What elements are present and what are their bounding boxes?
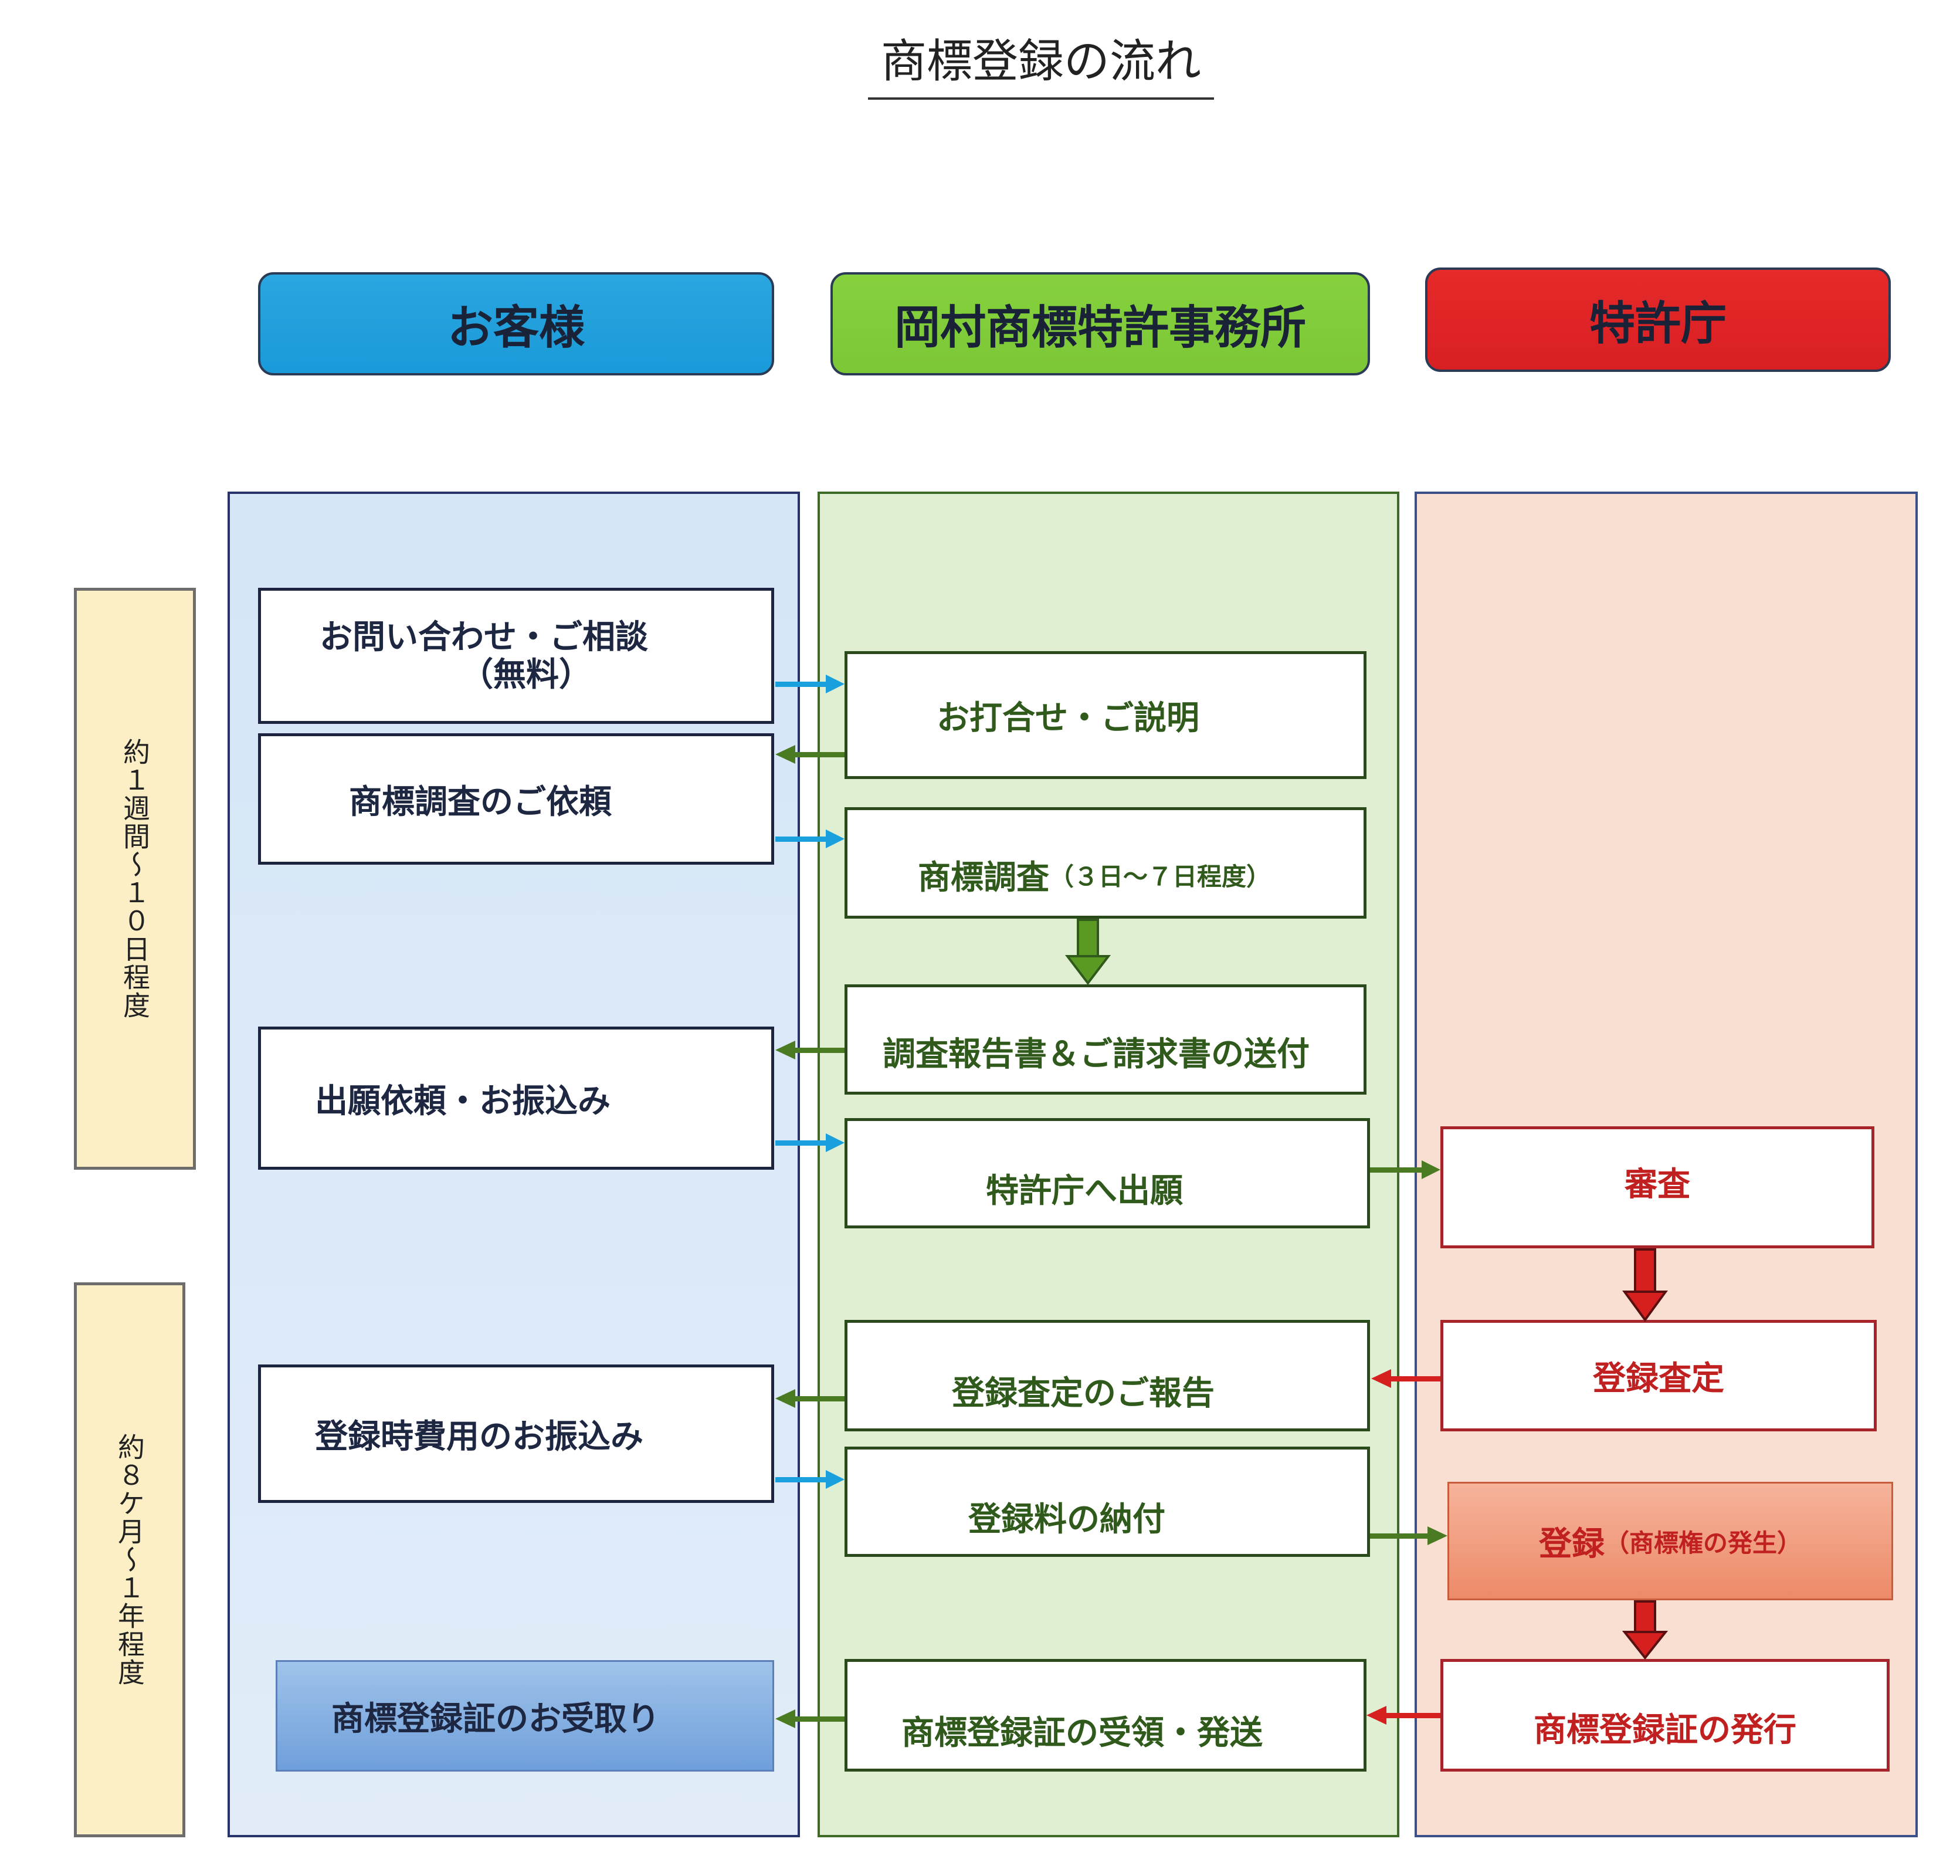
header-jpo: 特許庁 — [1425, 267, 1891, 372]
arrow-inquiry-to-meeting — [775, 675, 845, 693]
step-application-request-label: 出願依頼・お振込み — [315, 1081, 611, 1120]
step-certificate-receipt: 商標登録証のお受取り — [276, 1660, 774, 1772]
step-decision: 登録査定 — [1440, 1320, 1877, 1431]
step-registration-payment: 登録時費用のお振込み — [258, 1364, 774, 1503]
arrow-meeting-to-search-request — [775, 745, 845, 764]
arrow-application-to-filing — [775, 1133, 845, 1152]
arrow-examination-to-decision — [1622, 1248, 1668, 1322]
step-registration-payment-label: 登録時費用のお振込み — [315, 1417, 643, 1456]
step-decision-report: 登録査定のご報告 — [845, 1320, 1370, 1431]
step-search-request: 商標調査のご依頼 — [258, 733, 774, 865]
step-search-request-label: 商標調査のご依頼 — [349, 782, 612, 821]
period-first: 約１週間〜１０日程度 — [74, 588, 196, 1170]
arrow-search-to-report — [1064, 919, 1111, 986]
step-inquiry-line2: （無料） — [460, 655, 592, 694]
arrow-forward-to-receipt — [775, 1709, 845, 1728]
step-registration: 登録（商標権の発生） — [1447, 1482, 1893, 1600]
step-meeting: お打合せ・ご説明 — [845, 651, 1366, 779]
step-registration-note: （商標権の発生） — [1604, 1528, 1802, 1557]
arrow-filing-to-examination — [1370, 1160, 1440, 1179]
step-search-label: 商標調査 — [918, 858, 1049, 897]
step-filing: 特許庁へ出願 — [845, 1118, 1370, 1228]
arrow-decision-report-to-payment — [775, 1389, 845, 1408]
arrow-payment-to-fee — [775, 1470, 845, 1489]
step-fee-payment-label: 登録料の納付 — [968, 1499, 1165, 1539]
step-search-note: （３日〜７日程度） — [1049, 862, 1271, 891]
arrow-search-request-to-search — [775, 829, 845, 848]
step-meeting-label: お打合せ・ご説明 — [937, 698, 1199, 737]
step-decision-label: 登録査定 — [1593, 1359, 1724, 1398]
step-decision-report-label: 登録査定のご報告 — [952, 1373, 1215, 1413]
period-second: 約８ケ月〜１年程度 — [74, 1282, 185, 1837]
header-office: 岡村商標特許事務所 — [830, 272, 1370, 375]
step-registration-label: 登録 — [1538, 1524, 1605, 1563]
arrow-report-to-application — [775, 1041, 845, 1059]
step-certificate-forward-label: 商標登録証の受領・発送 — [901, 1713, 1263, 1752]
arrow-issue-to-forward — [1366, 1706, 1440, 1725]
step-inquiry-line1: お問い合わせ・ご相談 — [320, 618, 648, 656]
step-certificate-issue: 商標登録証の発行 — [1440, 1659, 1890, 1772]
period-second-label: 約８ケ月〜１年程度 — [114, 1433, 145, 1687]
period-first-label: 約１週間〜１０日程度 — [119, 738, 151, 1020]
step-search: 商標調査（３日〜７日程度） — [845, 807, 1366, 919]
arrow-decision-to-decision-report — [1371, 1369, 1440, 1388]
step-fee-payment: 登録料の納付 — [845, 1447, 1370, 1557]
header-customer: お客様 — [258, 272, 774, 375]
step-application-request: 出願依頼・お振込み — [258, 1027, 774, 1170]
step-examination-label: 審査 — [1625, 1164, 1690, 1204]
step-certificate-receipt-label: 商標登録証のお受取り — [331, 1699, 660, 1738]
step-report: 調査報告書＆ご請求書の送付 — [845, 984, 1366, 1095]
arrow-registration-to-issue — [1622, 1600, 1669, 1660]
step-report-label: 調査報告書＆ご請求書の送付 — [883, 1034, 1310, 1074]
step-filing-label: 特許庁へ出願 — [986, 1171, 1183, 1210]
arrow-fee-to-registration — [1370, 1526, 1447, 1545]
page-title: 商標登録の流れ — [868, 23, 1214, 100]
step-inquiry: お問い合わせ・ご相談 （無料） — [258, 588, 774, 724]
step-certificate-issue-label: 商標登録証の発行 — [1534, 1710, 1796, 1749]
step-examination: 審査 — [1440, 1126, 1874, 1248]
step-certificate-forward: 商標登録証の受領・発送 — [845, 1659, 1366, 1772]
